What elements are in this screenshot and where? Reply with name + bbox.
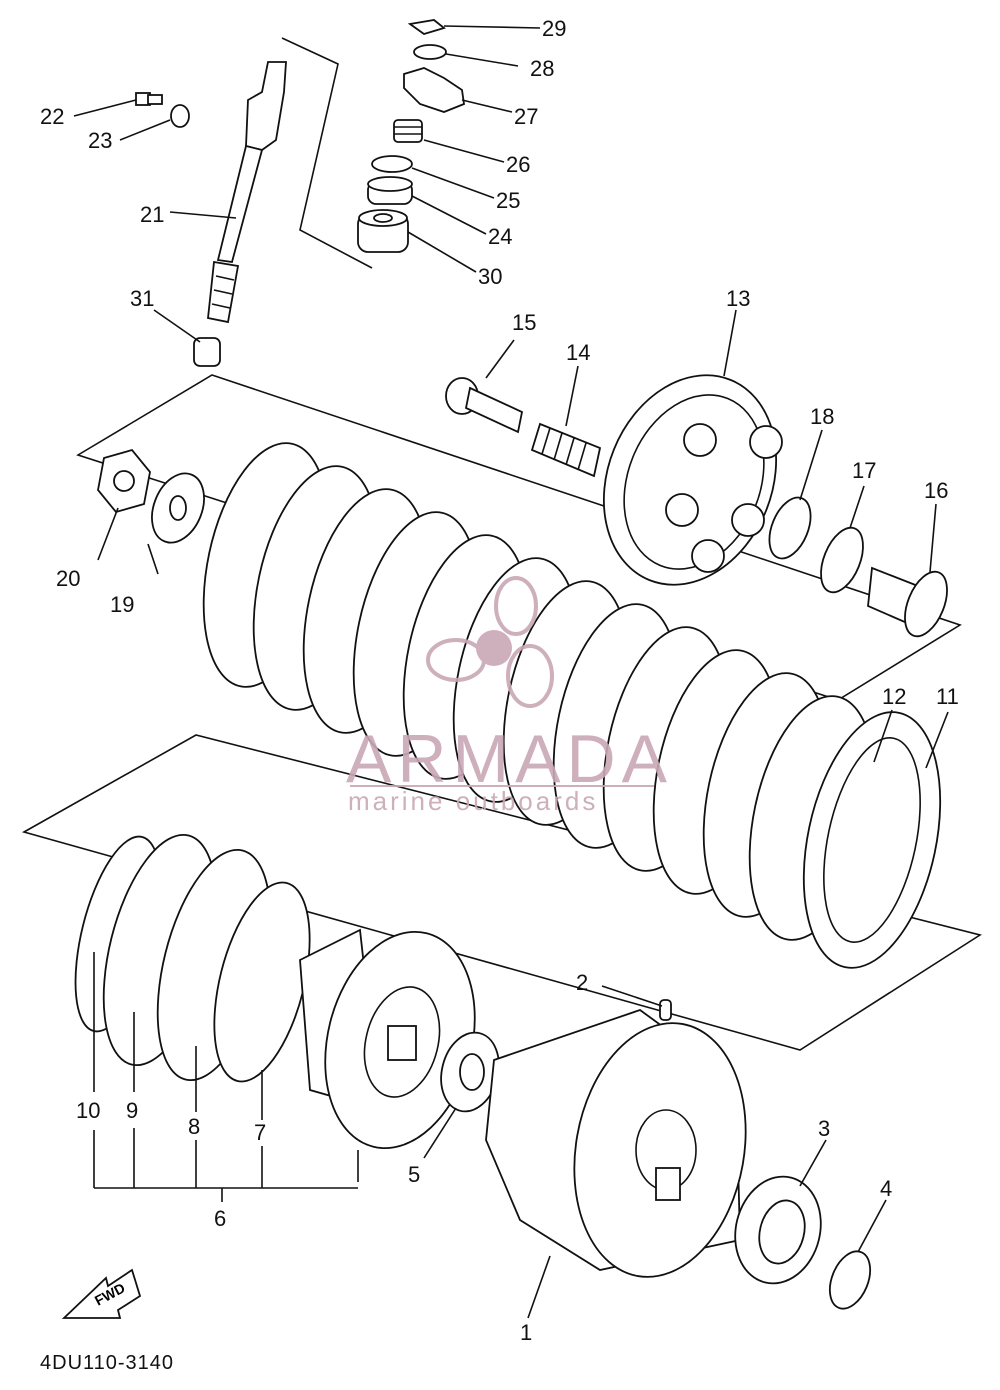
label-28: 28: [530, 56, 554, 81]
label-25: 25: [496, 188, 520, 213]
label-12: 12: [882, 684, 906, 709]
callout-labels: 1 2 3 4 5 6 7 8 9 10 11 12 13 14 15 16 1…: [40, 16, 959, 1345]
label-3: 3: [818, 1116, 830, 1141]
label-22: 22: [40, 104, 64, 129]
collar-31: [193, 337, 221, 367]
watermark: ARMADA marine outboards: [346, 576, 673, 816]
label-6: 6: [214, 1206, 226, 1231]
label-27: 27: [514, 104, 538, 129]
label-24: 24: [488, 224, 512, 249]
label-13: 13: [726, 286, 750, 311]
label-9: 9: [126, 1098, 138, 1123]
label-7: 7: [254, 1120, 266, 1145]
clip-29: [407, 19, 446, 35]
lever-27: [403, 67, 465, 113]
circlip-4: [828, 1250, 872, 1310]
label-29: 29: [542, 16, 566, 41]
label-5: 5: [408, 1162, 420, 1187]
ring-24: [367, 176, 413, 205]
label-30: 30: [478, 264, 502, 289]
label-19: 19: [110, 592, 134, 617]
washer-18: [768, 496, 812, 560]
label-2: 2: [576, 970, 588, 995]
spring-26: [393, 119, 423, 143]
pressure-plate-13: [602, 374, 783, 586]
gear-3: [734, 1175, 822, 1285]
label-18: 18: [810, 404, 834, 429]
label-11: 11: [936, 684, 959, 709]
nut-20: [97, 448, 151, 514]
label-14: 14: [566, 340, 590, 365]
watermark-tagline: marine outboards: [348, 786, 598, 816]
bearing-30: [357, 209, 409, 253]
fwd-arrow: FWD: [61, 1268, 142, 1319]
push-rod-16: [867, 566, 948, 638]
leader-lines: [73, 25, 949, 1319]
clutch-plate-stack: [202, 442, 942, 969]
spring-14: [530, 422, 602, 478]
label-10: 10: [76, 1098, 100, 1123]
shaft-group-bracket: [281, 37, 373, 269]
washer-23: [170, 104, 190, 128]
washer-28: [413, 44, 447, 60]
watermark-brand: ARMADA: [346, 721, 673, 797]
label-1: 1: [520, 1320, 532, 1345]
pin-2: [659, 999, 672, 1021]
push-rod-shaft: [207, 61, 287, 324]
hub-group-outline: [21, 734, 982, 1051]
label-31: 31: [130, 286, 154, 311]
label-8: 8: [188, 1114, 200, 1139]
label-26: 26: [506, 152, 530, 177]
washer-25: [371, 155, 413, 173]
bolt-15: [445, 377, 524, 434]
diagram-code: 4DU110-3140: [40, 1352, 175, 1374]
clutch-housing-1: [485, 1008, 747, 1278]
label-17: 17: [852, 458, 876, 483]
bearing-17: [820, 526, 864, 594]
label-20: 20: [56, 566, 80, 591]
label-23: 23: [88, 128, 112, 153]
label-15: 15: [512, 310, 536, 335]
boss-6: [299, 928, 476, 1150]
label-4: 4: [880, 1176, 892, 1201]
label-21: 21: [140, 202, 164, 227]
lock-washer-19: [151, 472, 205, 544]
label-16: 16: [924, 478, 948, 503]
bolt-22: [135, 92, 163, 106]
watermark-logo-icon: [426, 576, 554, 708]
